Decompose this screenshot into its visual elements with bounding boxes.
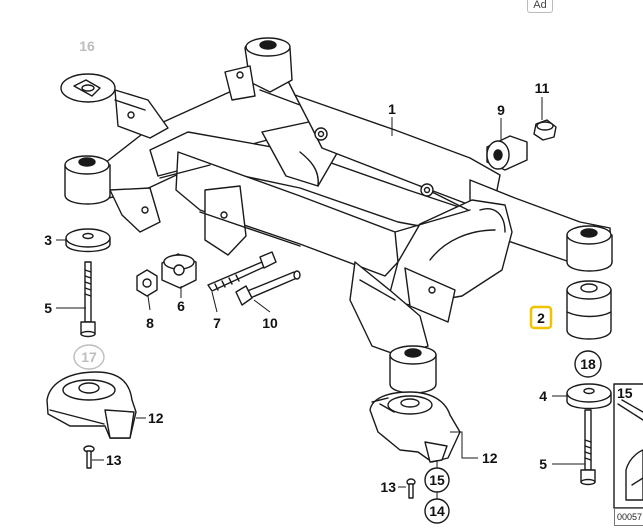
label-9[interactable]: 9	[497, 102, 505, 118]
label-14[interactable]: 14	[429, 503, 445, 519]
label-17[interactable]: 17	[81, 349, 97, 365]
callout-circle-18	[574, 350, 602, 378]
cap-part-11	[533, 119, 557, 141]
diagram-code: 00057	[614, 508, 643, 526]
label-6[interactable]: 6	[177, 298, 185, 314]
screw-part-13-right	[406, 478, 416, 499]
label-18[interactable]: 18	[580, 356, 596, 372]
label-1[interactable]: 1	[388, 101, 396, 117]
leader-lines	[56, 97, 585, 499]
label-4[interactable]: 4	[539, 388, 547, 404]
label-15-inset[interactable]: 15	[617, 385, 633, 401]
label-12-left[interactable]: 12	[148, 410, 164, 426]
bolt-part-10	[235, 270, 301, 306]
bolt-part-5-left	[80, 261, 96, 338]
label-2[interactable]: 2	[537, 310, 545, 326]
label-5-left[interactable]: 5	[44, 300, 52, 316]
bushing-part-6	[161, 253, 197, 289]
washer-part-17	[73, 344, 105, 370]
bushing-left-rear	[64, 155, 111, 205]
ad-badge[interactable]: Ad	[527, 0, 553, 13]
highlight-box-part-2	[529, 305, 553, 330]
label-11[interactable]: 11	[535, 80, 550, 96]
label-8[interactable]: 8	[146, 315, 154, 331]
bushing-top	[245, 37, 291, 57]
label-5-right[interactable]: 5	[539, 456, 547, 472]
label-3[interactable]: 3	[44, 232, 52, 248]
shim-part-16	[60, 73, 116, 103]
inset-thumbnail	[613, 383, 643, 509]
label-10[interactable]: 10	[262, 315, 278, 331]
label-7[interactable]: 7	[213, 315, 221, 331]
label-13-left[interactable]: 13	[106, 452, 122, 468]
label-12-right[interactable]: 12	[482, 450, 498, 466]
label-16[interactable]: 16	[79, 38, 95, 54]
nut-part-8	[136, 269, 158, 297]
label-13-right[interactable]: 13	[380, 479, 396, 495]
rubber-mount-part-2	[566, 280, 612, 340]
label-15[interactable]: 15	[429, 472, 445, 488]
bushing-right-rear	[566, 225, 613, 272]
support-bracket-left-12	[46, 371, 137, 439]
bushing-part-9	[486, 135, 528, 171]
screw-part-13-left	[83, 445, 95, 469]
support-bracket-right-12	[369, 391, 461, 463]
washer-part-3	[65, 228, 111, 253]
bolt-part-5-right	[580, 409, 596, 486]
bushing-front-right	[389, 345, 437, 394]
washer-part-4	[566, 383, 612, 410]
callout-labels: 1 2 3 4 5 5 6 7 8 9 10 11 12 12 13 13 14…	[44, 38, 633, 519]
bolt-part-7	[207, 251, 277, 292]
